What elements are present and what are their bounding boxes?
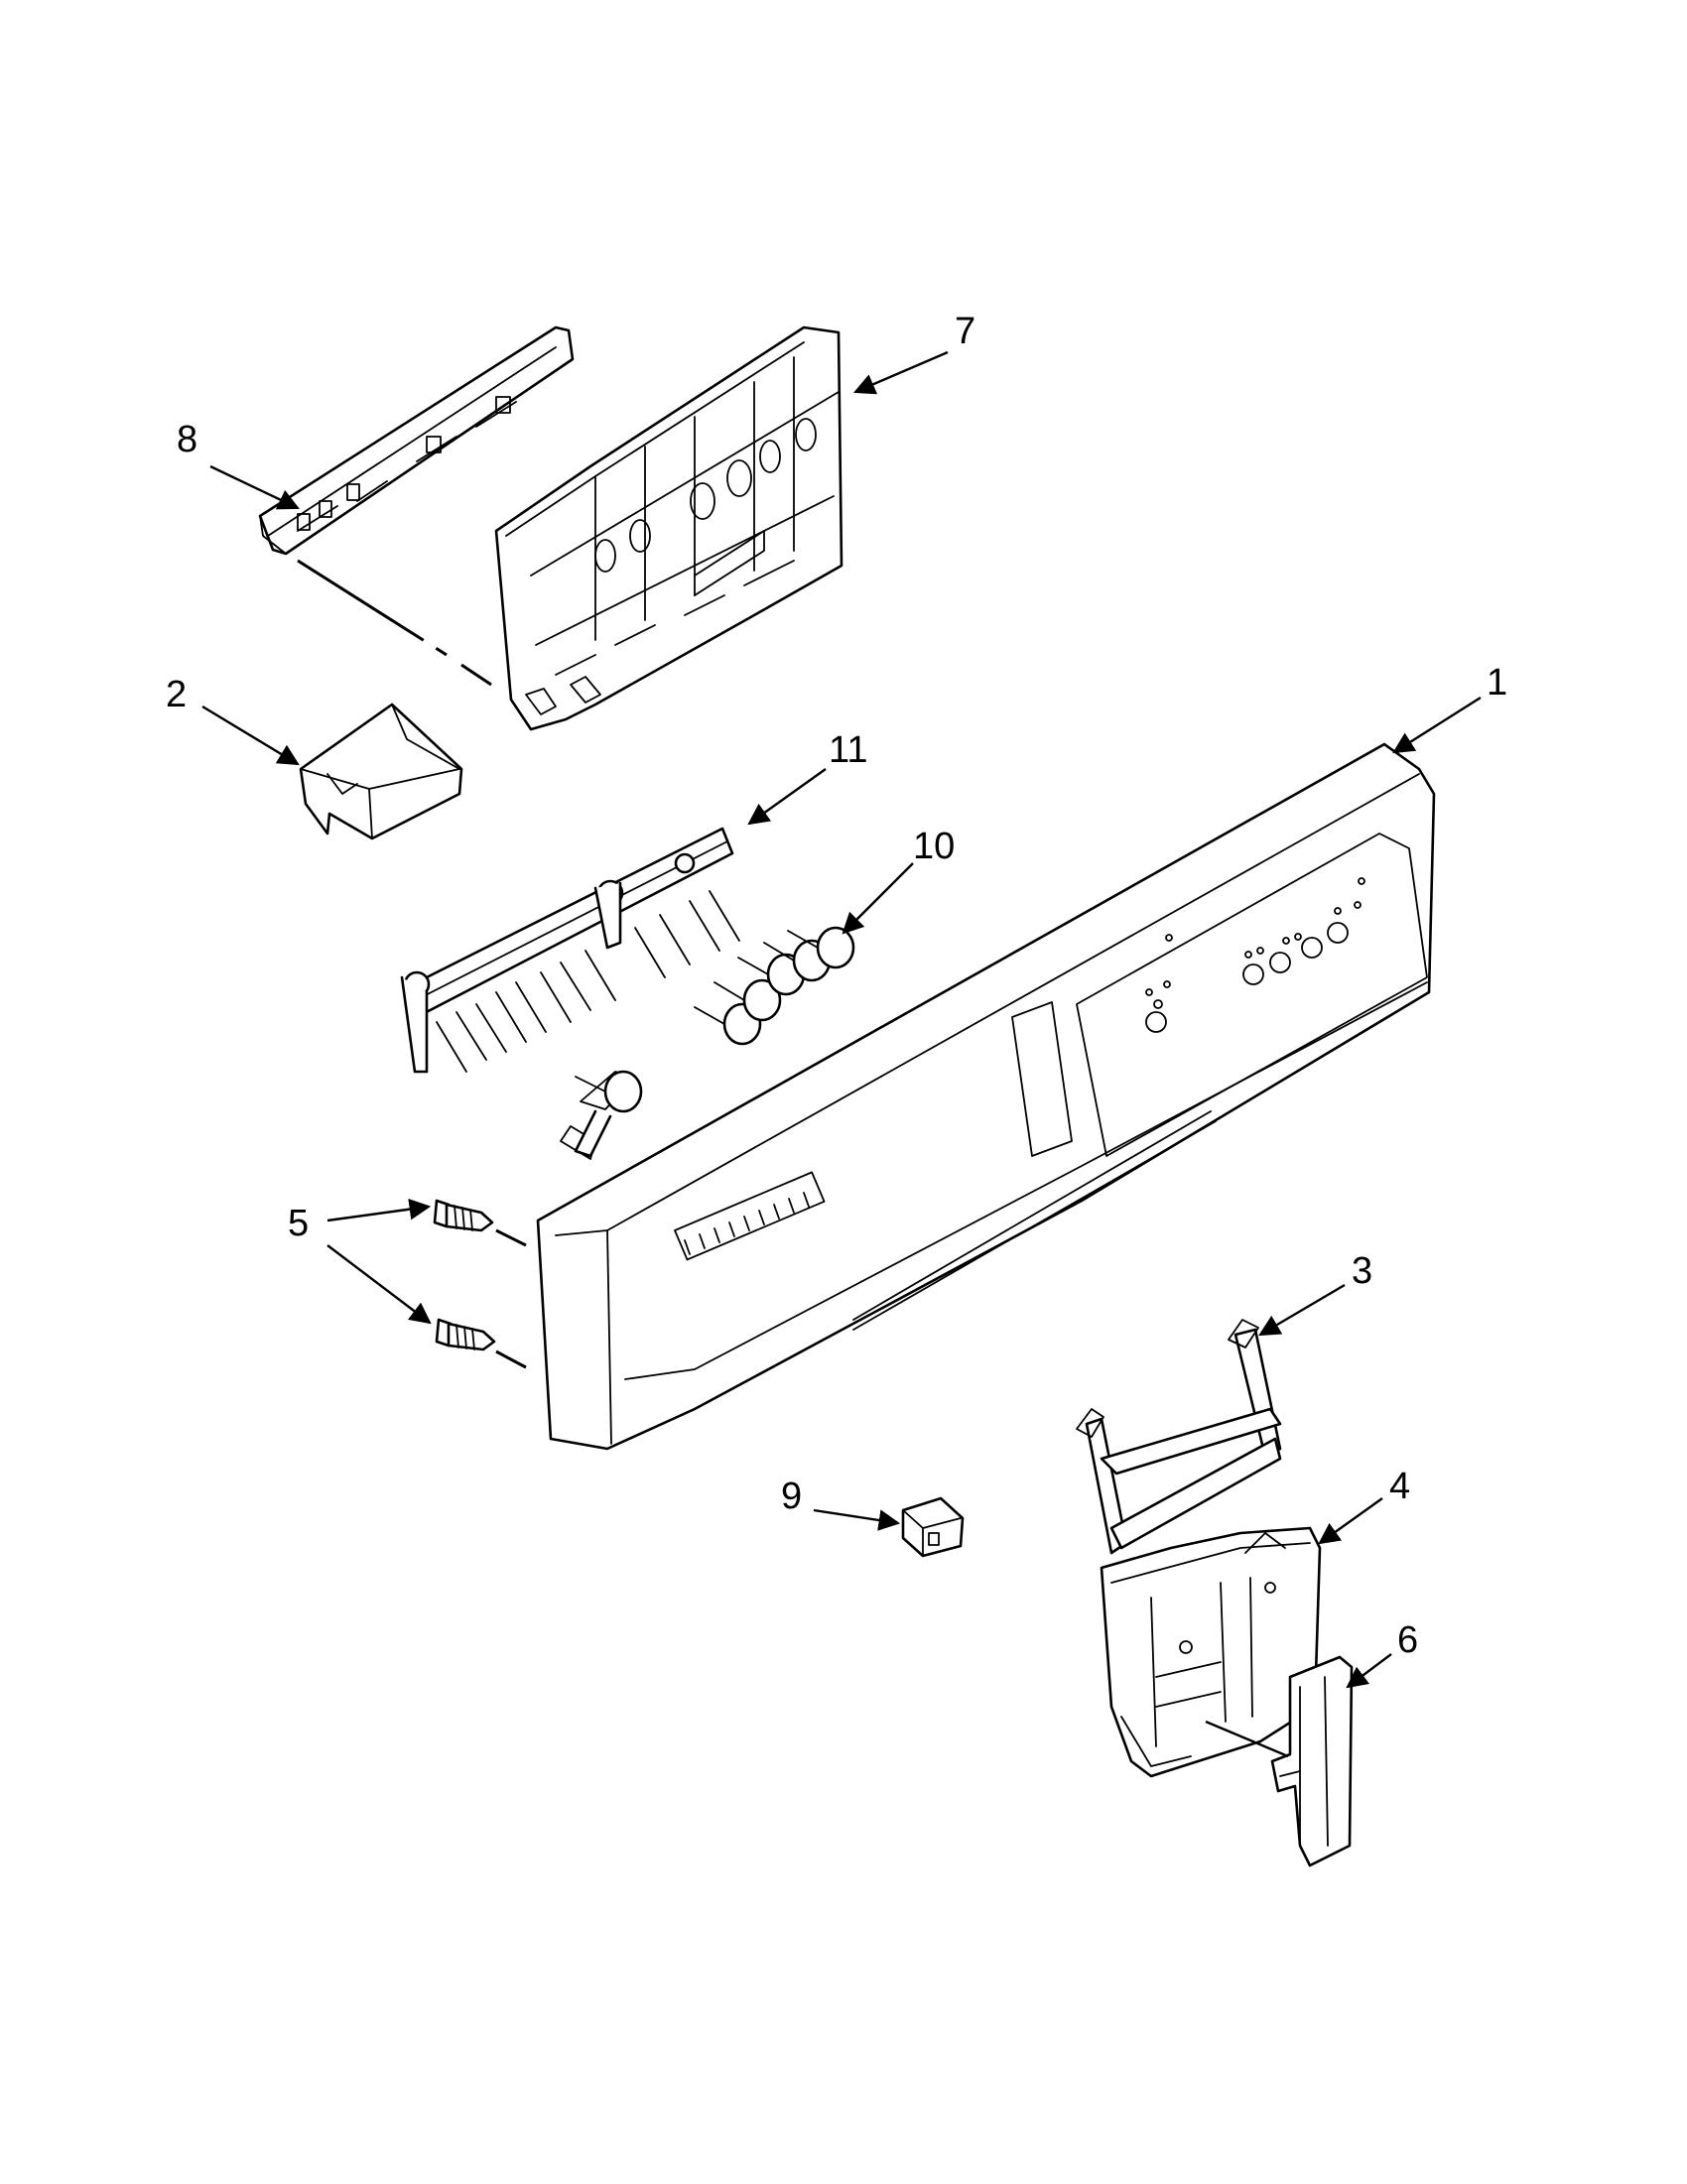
part-5-screw-upper	[433, 1199, 494, 1232]
part-2-cover	[299, 703, 463, 840]
callout-10: 10	[913, 826, 955, 867]
part-5-screw-lower	[435, 1318, 496, 1351]
part-8-bracket	[258, 325, 575, 556]
callout-8: 8	[177, 419, 197, 460]
part-6-latch-cover	[1270, 1655, 1354, 1867]
part-7-control-module	[494, 325, 844, 731]
part-9-switch	[901, 1496, 965, 1558]
part-1-console-panel	[536, 742, 1436, 1451]
part-3-latch-bracket	[1076, 1319, 1282, 1555]
leader-line-7	[853, 350, 949, 395]
callout-1: 1	[1487, 662, 1507, 704]
alignment-line	[297, 559, 492, 687]
alignment-line	[495, 1349, 527, 1369]
callout-3: 3	[1352, 1250, 1372, 1292]
part-10-buttons	[574, 926, 855, 1158]
callout-9: 9	[781, 1476, 802, 1517]
part-4-door-latch	[1100, 1526, 1322, 1778]
callout-5: 5	[288, 1203, 309, 1244]
leader-line-11	[747, 768, 827, 826]
alignment-line	[495, 1228, 527, 1247]
leader-line-9	[813, 1508, 901, 1531]
alignment-line	[1205, 1720, 1289, 1758]
leader-line-5a	[326, 1198, 432, 1222]
leader-line-3	[1258, 1283, 1346, 1337]
callout-4: 4	[1389, 1466, 1410, 1507]
leader-line-10	[842, 862, 914, 935]
callout-11: 11	[829, 729, 867, 771]
leader-line-8	[209, 464, 300, 510]
callout-2: 2	[166, 674, 187, 715]
callout-6: 6	[1397, 1619, 1418, 1661]
leader-line-5b	[326, 1244, 432, 1325]
part-11-button-carrier	[400, 827, 740, 1160]
leader-line-1	[1392, 696, 1482, 754]
leader-line-6	[1346, 1653, 1392, 1689]
leader-line-2	[201, 705, 300, 766]
leader-line-4	[1318, 1497, 1383, 1545]
callout-7: 7	[955, 311, 975, 352]
